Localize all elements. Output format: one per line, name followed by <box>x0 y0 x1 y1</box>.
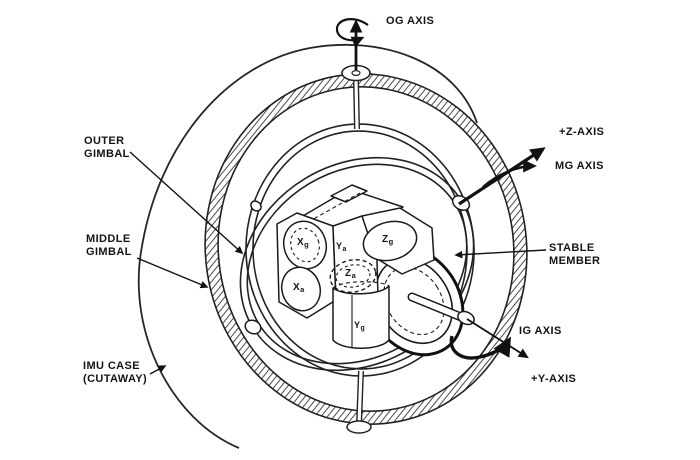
y-accel-label: Ya <box>336 241 347 253</box>
og-axis-shaft <box>335 18 371 130</box>
mg-rotation-arrow <box>482 159 537 188</box>
og-axis-lower-shaft <box>346 370 372 434</box>
mg-axis-label: MG AXIS <box>555 160 604 172</box>
stable-member-leader <box>454 249 547 259</box>
og-axis-label: OG AXIS <box>386 15 435 27</box>
ig-rotation-arrow <box>449 335 512 360</box>
og-axis-rotation-arrow <box>335 18 369 48</box>
case-cutaway-hatched-ring <box>204 73 528 425</box>
z-axis-label: +Z-AXIS <box>559 126 605 138</box>
middle-gimbal-leader <box>136 257 209 289</box>
z-gyro-label: Zg <box>382 234 394 247</box>
mg-z-axis-arrows <box>458 147 546 206</box>
imu-case-label: IMU CASE(CUTAWAY) <box>83 360 148 385</box>
outer-gimbal-leader <box>129 151 244 255</box>
x-accel-label: Xa <box>293 282 305 295</box>
ig-axis-label: IG AXIS <box>519 325 562 337</box>
y-gyro-label: Yg <box>354 320 365 332</box>
left-ring-junction <box>250 200 262 212</box>
x-gyro-label: Xg <box>297 237 309 250</box>
middle-gimbal-left-bearing <box>244 319 262 335</box>
ig-axis-shaft <box>407 292 471 324</box>
ig-y-axis-arrows <box>449 318 529 360</box>
instrument-cluster <box>276 184 435 349</box>
leader-arrows <box>129 151 547 375</box>
z-axis-arrow <box>458 147 546 206</box>
y-axis-label: +Y-AXIS <box>531 373 577 385</box>
imu-case-leader <box>149 365 167 375</box>
z-accel-label: Za <box>345 268 356 281</box>
